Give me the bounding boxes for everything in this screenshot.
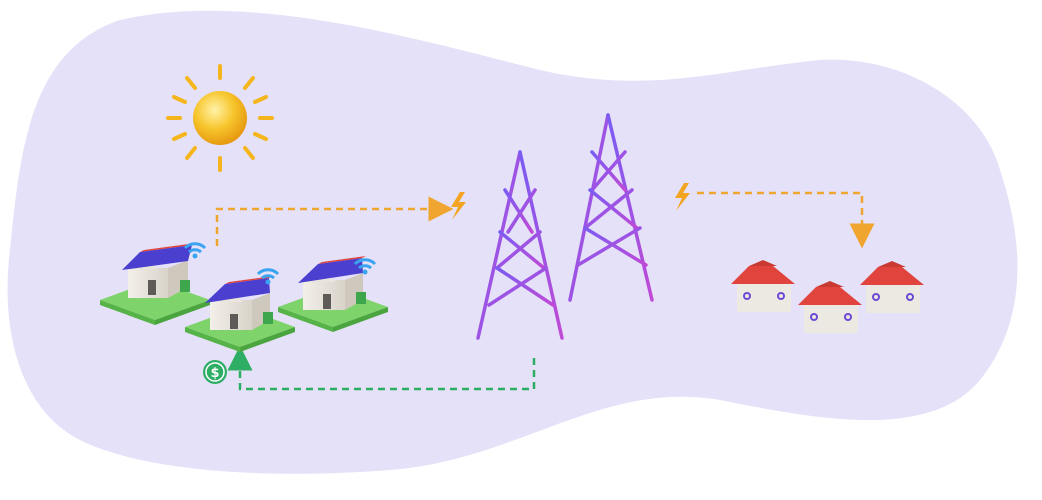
lightning-icon [675, 183, 690, 211]
solar-house [185, 276, 295, 352]
house-icon [798, 281, 862, 333]
wifi-icon [256, 268, 280, 285]
dollar-symbol: $ [210, 366, 219, 381]
dollar-coin-icon: $ [203, 360, 227, 384]
payment-flow-arrow [227, 345, 536, 391]
power-tower-icon [460, 150, 580, 340]
lightning-icon [451, 192, 466, 220]
energy-flow-arrow-to-consumers [697, 191, 875, 249]
house-icon [731, 260, 795, 312]
wifi-icon [353, 258, 377, 275]
solar-house [278, 256, 388, 332]
wifi-icon [183, 242, 207, 259]
sun-icon [166, 64, 274, 172]
energy-flow-arrow-to-grid [215, 196, 454, 246]
solar-house [100, 243, 210, 325]
power-tower-icon [543, 113, 674, 302]
house-icon [860, 261, 924, 313]
